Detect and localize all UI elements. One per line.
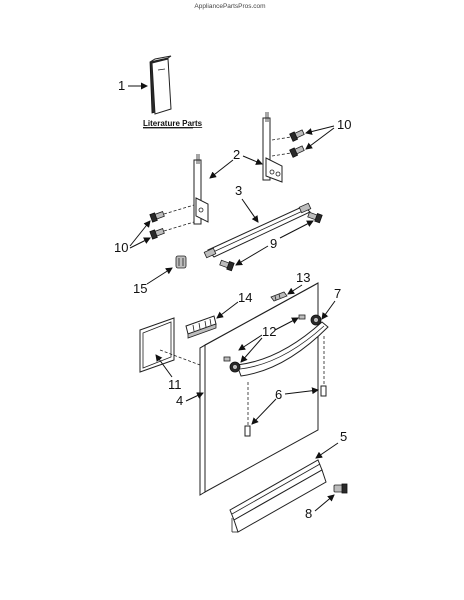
toe-kick-panel[interactable] — [229, 459, 327, 533]
leader-9-a — [279, 220, 314, 239]
hinge-right[interactable] — [262, 112, 283, 183]
screws-left[interactable] — [149, 204, 195, 240]
leader-3 — [241, 198, 259, 223]
leader-6-a — [284, 387, 319, 395]
vent-piece[interactable] — [270, 291, 288, 302]
latch-bracket[interactable] — [185, 315, 217, 339]
leader-10-left-b — [129, 237, 151, 249]
insulation-pad[interactable] — [139, 317, 201, 373]
leader-15 — [146, 267, 173, 285]
callout-8: 8 — [305, 506, 312, 521]
leader-8 — [314, 494, 335, 512]
callout-7: 7 — [334, 286, 341, 301]
callout-1: 1 — [118, 78, 125, 93]
literature-booklet[interactable] — [149, 55, 172, 115]
callout-2: 2 — [233, 147, 240, 162]
leader-5 — [315, 442, 339, 459]
callout-14: 14 — [238, 290, 252, 305]
leader-9-b — [235, 245, 269, 266]
screws-top-right[interactable] — [271, 129, 305, 158]
callout-5: 5 — [340, 429, 347, 444]
clip[interactable] — [175, 255, 187, 269]
leader-11 — [155, 354, 173, 378]
leader-10-top-b — [305, 127, 335, 150]
callout-3: 3 — [235, 183, 242, 198]
leader-12-c — [240, 337, 263, 363]
callout-13: 13 — [296, 270, 310, 285]
leader-10-top-a — [305, 125, 335, 135]
toe-kick-screw[interactable] — [333, 483, 348, 494]
rail-screws[interactable] — [219, 211, 323, 272]
literature-caption: Literature Parts — [143, 119, 203, 128]
leader-14 — [216, 301, 239, 319]
leader-7 — [321, 300, 336, 320]
leader-6-b — [251, 398, 277, 425]
outer-door-panel[interactable] — [199, 282, 319, 496]
callout-9: 9 — [270, 236, 277, 251]
leader-12-b — [238, 334, 263, 351]
callout-12: 12 — [262, 324, 276, 339]
callout-11: 11 — [168, 377, 182, 392]
handle-end-caps[interactable] — [223, 314, 322, 373]
leader-13 — [287, 284, 303, 295]
callout-15: 15 — [133, 281, 147, 296]
callout-4: 4 — [176, 393, 183, 408]
mounting-pins[interactable] — [244, 336, 327, 437]
hinge-left[interactable] — [193, 154, 209, 225]
watermark: AppliancePartsPros.com — [194, 3, 265, 10]
callout-6: 6 — [275, 387, 282, 402]
door-rail[interactable] — [203, 202, 312, 259]
leader-2-right — [242, 155, 263, 165]
leader-2-left — [209, 159, 234, 179]
callout-10-left: 10 — [114, 240, 128, 255]
leader-12-a — [274, 317, 299, 331]
leader-10-left-a — [129, 220, 151, 247]
callout-10-top: 10 — [337, 117, 351, 132]
door-handle[interactable] — [236, 321, 329, 377]
leader-4 — [185, 392, 204, 402]
